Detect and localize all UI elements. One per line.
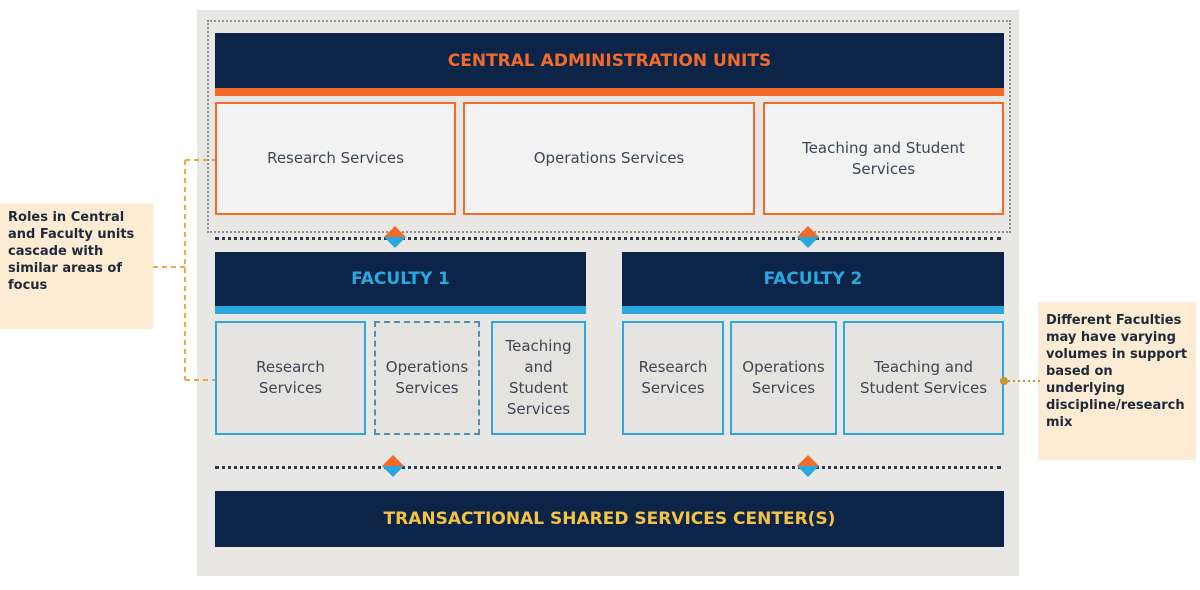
- central-teaching-student-services: Teaching and Student Services: [763, 102, 1004, 215]
- central-research-services: Research Services: [215, 102, 456, 215]
- left-annotation: Roles in Central and Faculty units casca…: [0, 203, 153, 329]
- central-header: CENTRAL ADMINISTRATION UNITS: [215, 33, 1004, 88]
- left-connector: [153, 159, 215, 381]
- divider-line-top: [215, 237, 1001, 240]
- shared-services-bar: TRANSACTIONAL SHARED SERVICES CENTER(S): [215, 491, 1004, 547]
- right-connector: [1000, 377, 1040, 385]
- right-annotation: Different Faculties may have varying vol…: [1038, 302, 1196, 460]
- faculty1-operations-services: Operations Services: [374, 321, 480, 435]
- faculty2-header: FACULTY 2: [622, 252, 1004, 306]
- connector-diamond-icon: [384, 226, 406, 248]
- central-accent-bar: [215, 88, 1004, 96]
- connector-diamond-icon: [797, 455, 819, 477]
- faculty2-operations-services: Operations Services: [730, 321, 837, 435]
- connector-diamond-icon: [797, 226, 819, 248]
- faculty2-research-services: Research Services: [622, 321, 724, 435]
- faculty2-accent-bar: [622, 306, 1004, 314]
- divider-line-bottom: [215, 466, 1001, 469]
- central-region-outline: [207, 20, 1011, 233]
- faculty1-header: FACULTY 1: [215, 252, 586, 306]
- faculty1-research-services: Research Services: [215, 321, 366, 435]
- faculty1-accent-bar: [215, 306, 586, 314]
- central-operations-services: Operations Services: [463, 102, 755, 215]
- connector-diamond-icon: [382, 455, 404, 477]
- faculty2-teaching-student-services: Teaching and Student Services: [843, 321, 1004, 435]
- faculty1-teaching-student-services: Teaching and Student Services: [491, 321, 586, 435]
